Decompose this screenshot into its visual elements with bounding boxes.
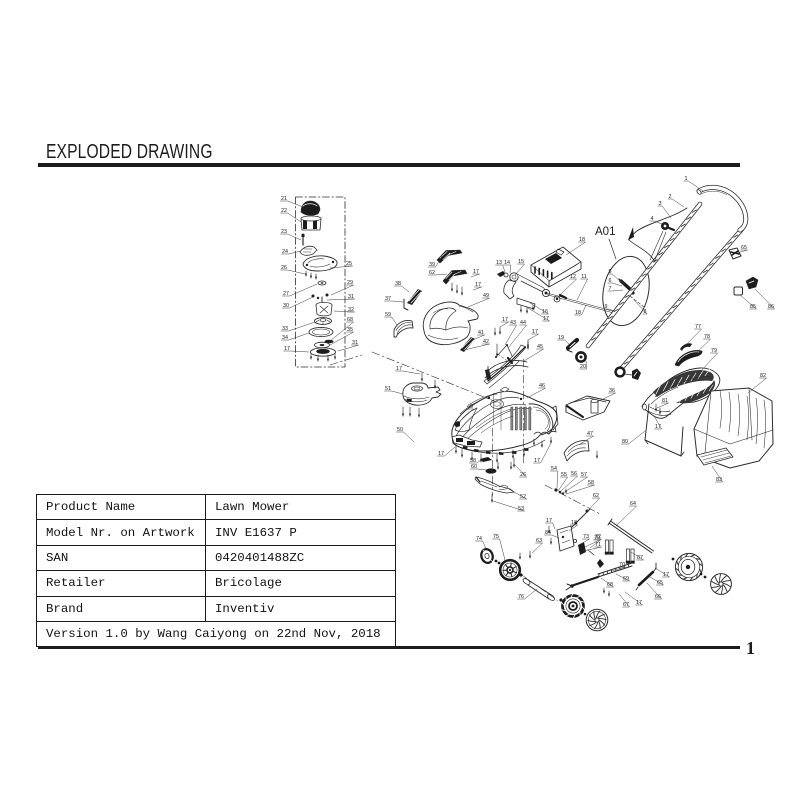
svg-text:29: 29: [347, 280, 353, 286]
svg-text:76: 76: [518, 594, 524, 600]
svg-text:73: 73: [583, 534, 589, 540]
svg-text:43: 43: [510, 320, 516, 326]
svg-text:78: 78: [704, 334, 710, 340]
svg-text:80: 80: [622, 439, 628, 445]
svg-text:17: 17: [473, 269, 479, 275]
svg-text:17: 17: [475, 282, 481, 288]
svg-text:25: 25: [346, 261, 352, 267]
svg-text:56: 56: [571, 471, 577, 477]
svg-text:12: 12: [570, 274, 576, 280]
svg-text:42: 42: [483, 339, 489, 345]
svg-text:17: 17: [532, 329, 538, 335]
svg-text:82: 82: [760, 373, 766, 379]
svg-text:54: 54: [551, 466, 557, 472]
svg-text:58: 58: [470, 458, 476, 464]
svg-text:3: 3: [659, 201, 662, 207]
svg-text:18: 18: [571, 520, 577, 526]
svg-text:49: 49: [467, 404, 473, 410]
svg-text:17: 17: [284, 346, 290, 352]
svg-text:14: 14: [504, 260, 510, 266]
svg-text:33: 33: [282, 326, 288, 332]
svg-text:15: 15: [518, 259, 524, 265]
svg-text:4: 4: [651, 216, 654, 222]
svg-text:69: 69: [623, 576, 629, 582]
svg-text:17: 17: [396, 366, 402, 372]
svg-text:30: 30: [283, 303, 289, 309]
svg-text:37: 37: [385, 296, 391, 302]
svg-text:49: 49: [483, 293, 489, 299]
svg-text:18: 18: [579, 237, 585, 243]
svg-text:17: 17: [502, 317, 508, 323]
svg-text:5: 5: [609, 269, 612, 275]
svg-text:26: 26: [520, 472, 526, 478]
svg-text:65: 65: [741, 245, 747, 251]
svg-text:17: 17: [655, 424, 661, 430]
svg-text:35: 35: [347, 327, 353, 333]
svg-text:6: 6: [609, 278, 612, 284]
svg-text:68: 68: [607, 582, 613, 588]
svg-text:34: 34: [282, 335, 288, 341]
svg-text:21: 21: [281, 196, 287, 202]
svg-text:22: 22: [281, 208, 287, 214]
svg-text:7: 7: [609, 286, 612, 292]
svg-text:23: 23: [281, 229, 287, 235]
svg-text:31: 31: [352, 340, 358, 346]
svg-text:50: 50: [397, 427, 403, 433]
svg-text:85: 85: [750, 304, 756, 310]
svg-text:41: 41: [478, 330, 484, 336]
svg-text:9: 9: [605, 304, 608, 310]
svg-text:57: 57: [581, 472, 587, 478]
svg-text:62: 62: [593, 493, 599, 499]
svg-text:38: 38: [395, 281, 401, 287]
svg-text:39: 39: [429, 262, 435, 268]
svg-text:32: 32: [348, 307, 354, 313]
svg-text:20: 20: [580, 364, 586, 370]
svg-text:84: 84: [545, 530, 551, 536]
svg-text:45: 45: [537, 344, 543, 350]
svg-text:70: 70: [619, 562, 625, 568]
svg-text:46: 46: [539, 383, 545, 389]
svg-text:44: 44: [520, 320, 526, 326]
svg-text:47: 47: [587, 431, 593, 437]
svg-text:17: 17: [438, 451, 444, 457]
svg-text:59: 59: [385, 312, 391, 318]
svg-text:68: 68: [347, 317, 353, 323]
svg-text:55: 55: [561, 472, 567, 478]
svg-text:17: 17: [546, 518, 552, 524]
svg-text:62: 62: [429, 270, 435, 276]
svg-text:17: 17: [534, 458, 540, 464]
svg-text:A01: A01: [595, 226, 615, 238]
svg-text:36: 36: [609, 388, 615, 394]
svg-text:24: 24: [282, 249, 288, 255]
svg-text:2: 2: [669, 194, 672, 200]
svg-text:1: 1: [685, 176, 688, 182]
svg-text:64: 64: [630, 501, 636, 507]
svg-text:86: 86: [768, 304, 774, 310]
svg-text:60: 60: [471, 464, 477, 470]
svg-text:58: 58: [588, 480, 594, 486]
svg-text:72: 72: [595, 534, 601, 540]
svg-text:70: 70: [594, 535, 600, 541]
svg-text:51: 51: [385, 386, 391, 392]
svg-text:67: 67: [623, 602, 629, 608]
svg-text:63: 63: [536, 538, 542, 544]
svg-text:11: 11: [581, 274, 587, 280]
svg-text:53: 53: [518, 506, 524, 512]
svg-text:13: 13: [496, 260, 502, 266]
svg-text:75: 75: [493, 534, 499, 540]
svg-text:83: 83: [716, 477, 722, 483]
svg-text:74: 74: [476, 536, 482, 542]
svg-text:18: 18: [575, 310, 581, 316]
svg-text:79: 79: [711, 348, 717, 354]
svg-text:19: 19: [558, 335, 564, 341]
svg-text:27: 27: [283, 291, 289, 297]
svg-text:31: 31: [348, 294, 354, 300]
svg-text:81: 81: [662, 398, 668, 404]
svg-text:17: 17: [636, 600, 642, 606]
svg-text:66: 66: [655, 594, 661, 600]
svg-text:71: 71: [595, 542, 601, 548]
svg-text:26: 26: [281, 265, 287, 271]
svg-text:77: 77: [695, 324, 701, 330]
